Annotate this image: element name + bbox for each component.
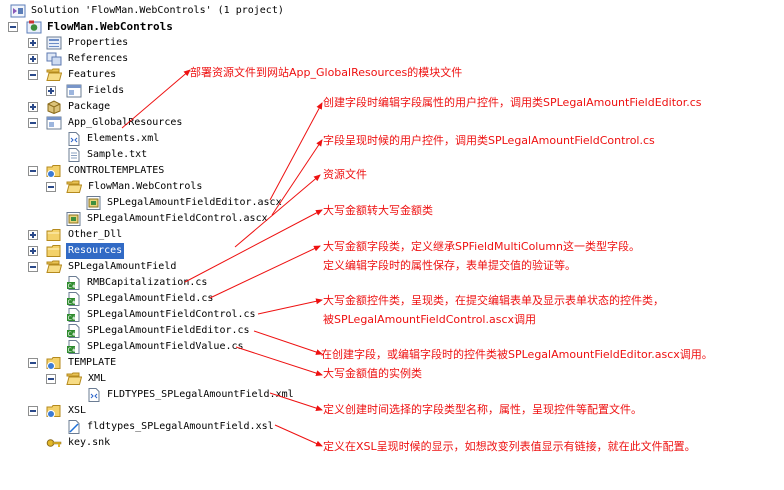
tree-item-references[interactable]: References xyxy=(28,51,228,67)
tree-item-project[interactable]: FlowMan.WebControls xyxy=(8,19,258,35)
tree-item-label: Sample.txt xyxy=(87,149,148,160)
tree-item-label: SPLegalAmountFieldValue.cs xyxy=(87,341,244,352)
annotation-control-ascx: 字段呈现时候的用户控件，调用类SPLegalAmountFieldControl… xyxy=(323,134,655,147)
annotation-control-class-line1: 大写金额控件类，呈现类，在提交编辑表单及显示表单状态的控件类， xyxy=(323,294,664,307)
annotation-fldtypes-xsl: 定义在XSL呈现时候的显示，如想改变列表值显示有链接，就在此文件配置。 xyxy=(323,440,696,453)
collapse-toggle[interactable] xyxy=(28,262,38,272)
tree-item-xml-folder[interactable]: XML xyxy=(46,371,246,387)
collapse-toggle[interactable] xyxy=(28,358,38,368)
annotation-editor-class: 在创建字段，或编辑字段时的控件类被SPLegalAmountFieldEdito… xyxy=(321,348,713,361)
annotation-field-class-line2: 定义编辑字段时的属性保存，表单提交值的验证等。 xyxy=(323,259,576,272)
collapse-toggle[interactable] xyxy=(28,406,38,416)
tree-item-editor-cs[interactable]: SPLegalAmountFieldEditor.cs xyxy=(66,323,286,339)
tree-item-label: Properties xyxy=(68,37,129,48)
tree-item-field-cs[interactable]: SPLegalAmountField.cs xyxy=(66,291,266,307)
annotation-fldtypes-xml: 定义创建时间选择的字段类型名称，属性，呈现控件等配置文件。 xyxy=(323,403,642,416)
tree-item-splegal-folder[interactable]: SPLegalAmountField xyxy=(28,259,228,275)
tree-item-control-cs[interactable]: SPLegalAmountFieldControl.cs xyxy=(66,307,286,323)
tree-item-label: SPLegalAmountFieldEditor.ascx xyxy=(107,197,282,208)
tree-item-editor-ascx[interactable]: SPLegalAmountFieldEditor.ascx xyxy=(86,195,286,211)
collapse-toggle[interactable] xyxy=(46,374,56,384)
tree-item-label: SPLegalAmountFieldEditor.cs xyxy=(87,325,250,336)
expand-toggle[interactable] xyxy=(28,230,38,240)
expand-toggle[interactable] xyxy=(28,246,38,256)
tree-item-value-cs[interactable]: SPLegalAmountFieldValue.cs xyxy=(66,339,286,355)
tree-item-fldtypes-xsl[interactable]: fldtypes_SPLegalAmountField.xsl xyxy=(66,419,286,435)
tree-item-label: FlowMan.WebControls xyxy=(88,181,203,192)
tree-item-key-snk[interactable]: key.snk xyxy=(46,435,246,451)
tree-item-ct-flowman[interactable]: FlowMan.WebControls xyxy=(46,179,246,195)
tree-item-label: CONTROLTEMPLATES xyxy=(68,165,165,176)
tree-item-label: Features xyxy=(68,69,117,80)
tree-item-elements-xml[interactable]: Elements.xml xyxy=(66,131,266,147)
expand-toggle[interactable] xyxy=(28,102,38,112)
annotation-field-class-line1: 大写金额字段类，定义继承SPFieldMultiColumn这一类型字段。 xyxy=(323,240,641,253)
expand-toggle[interactable] xyxy=(28,38,38,48)
tree-item-label: Fields xyxy=(88,85,125,96)
tree-item-sample-txt[interactable]: Sample.txt xyxy=(66,147,266,163)
tree-item-label: References xyxy=(68,53,129,64)
tree-item-controltemplates[interactable]: CONTROLTEMPLATES xyxy=(28,163,228,179)
collapse-toggle[interactable] xyxy=(28,70,38,80)
annotation-module: 部署资源文件到网站App_GlobalResources的模块文件 xyxy=(190,66,463,79)
tree-item-other-dll[interactable]: Other_Dll xyxy=(28,227,228,243)
annotation-resources: 资源文件 xyxy=(323,168,367,181)
tree-item-resources[interactable]: Resources xyxy=(28,243,228,259)
tree-item-label: App_GlobalResources xyxy=(68,117,183,128)
tree-item-label: Package xyxy=(68,101,111,112)
tree-item-solution[interactable]: Solution 'FlowMan.WebControls' (1 projec… xyxy=(8,3,308,19)
tree-item-label: Elements.xml xyxy=(87,133,160,144)
tree-item-label: SPLegalAmountFieldControl.cs xyxy=(87,309,256,320)
collapse-toggle[interactable] xyxy=(46,182,56,192)
tree-item-features[interactable]: Features xyxy=(28,67,228,83)
tree-item-label: fldtypes_SPLegalAmountField.xsl xyxy=(87,421,274,432)
tree-item-label: Other_Dll xyxy=(68,229,123,240)
tree-item-rmb-cs[interactable]: RMBCapitalization.cs xyxy=(66,275,266,291)
tree-item-xsl-folder[interactable]: XSL xyxy=(28,403,228,419)
tree-item-label: SPLegalAmountField.cs xyxy=(87,293,214,304)
tree-item-label: XSL xyxy=(68,405,87,416)
tree-item-label: RMBCapitalization.cs xyxy=(87,277,208,288)
expand-toggle[interactable] xyxy=(46,86,56,96)
tree-item-package[interactable]: Package xyxy=(28,99,228,115)
tree-item-control-ascx[interactable]: SPLegalAmountFieldControl.ascx xyxy=(66,211,268,227)
tree-item-fldtypes-xml[interactable]: FLDTYPES_SPLegalAmountField.xml xyxy=(86,387,306,403)
tree-item-label: key.snk xyxy=(68,437,111,448)
tree-item-app-global-resources[interactable]: App_GlobalResources xyxy=(28,115,228,131)
tree-item-label: SPLegalAmountFieldControl.ascx xyxy=(87,213,268,224)
tree-item-label-selected: Resources xyxy=(66,243,125,259)
solution-label: Solution 'FlowMan.WebControls' (1 projec… xyxy=(31,5,284,16)
tree-item-label: XML xyxy=(88,373,107,384)
tree-item-label: TEMPLATE xyxy=(68,357,117,368)
tree-item-label: FLDTYPES_SPLegalAmountField.xml xyxy=(107,389,294,400)
collapse-toggle[interactable] xyxy=(28,166,38,176)
tree-item-properties[interactable]: Properties xyxy=(28,35,228,51)
project-label: FlowMan.WebControls xyxy=(47,20,173,33)
annotation-editor-ascx: 创建字段时编辑字段属性的用户控件，调用类SPLegalAmountFieldEd… xyxy=(323,96,702,109)
tree-item-label: SPLegalAmountField xyxy=(68,261,177,272)
annotation-value-class: 大写金额值的实例类 xyxy=(323,367,422,380)
collapse-toggle[interactable] xyxy=(28,118,38,128)
tree-item-template[interactable]: TEMPLATE xyxy=(28,355,228,371)
expand-toggle[interactable] xyxy=(28,54,38,64)
annotation-control-class-line2: 被SPLegalAmountFieldControl.ascx调用 xyxy=(323,313,537,326)
collapse-toggle[interactable] xyxy=(8,22,18,32)
annotation-rmb: 大写金额转大写金额类 xyxy=(323,204,433,217)
tree-item-fields[interactable]: Fields xyxy=(46,83,246,99)
